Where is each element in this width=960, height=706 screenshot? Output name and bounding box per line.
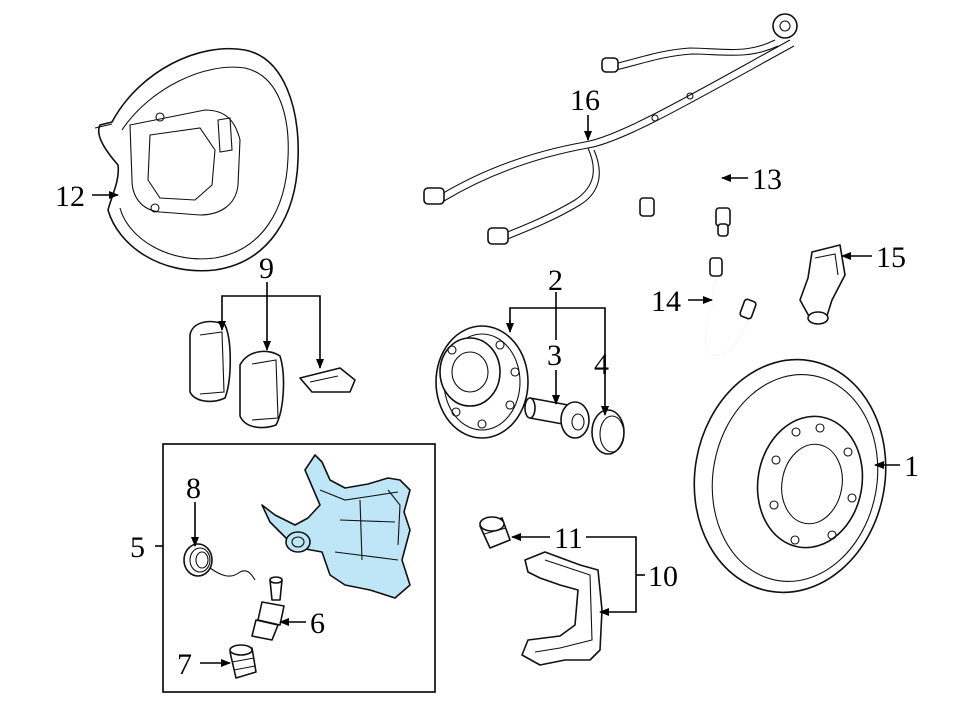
part-4-dust-cap[interactable] — [591, 409, 625, 455]
part-7-bleeder-cap[interactable] — [229, 644, 257, 679]
callout-5: 5 — [130, 531, 145, 564]
callout-8: 8 — [186, 472, 201, 505]
part-6-bleeder-valve[interactable] — [251, 576, 285, 641]
part-12-backing-plate[interactable] — [94, 47, 299, 272]
callout-labels: 1 2 3 4 5 6 7 8 9 10 11 12 13 14 15 16 — [55, 84, 919, 681]
part-2-wheel-hub[interactable] — [435, 325, 529, 439]
part-16-wiring-harness[interactable] — [423, 13, 798, 245]
callout-6: 6 — [310, 607, 325, 640]
callout-12: 12 — [55, 180, 85, 213]
part-3-hub-bolt[interactable] — [524, 397, 590, 439]
part-9-brake-pads[interactable] — [189, 320, 356, 429]
callout-16: 16 — [570, 84, 600, 117]
callout-9: 9 — [259, 252, 274, 285]
callout-1: 1 — [904, 450, 919, 483]
part-10-caliper-bracket[interactable] — [521, 551, 603, 666]
callout-3: 3 — [547, 339, 562, 372]
part-1-brake-rotor[interactable] — [676, 344, 904, 607]
callout-4: 4 — [594, 348, 609, 381]
part-15-abs-sensor[interactable] — [799, 244, 846, 325]
part-8-caliper-spring[interactable] — [183, 543, 256, 581]
leader-lines — [92, 115, 900, 667]
callout-14: 14 — [651, 285, 681, 318]
part-13-brake-hose[interactable] — [639, 133, 731, 237]
callout-15: 15 — [876, 241, 906, 274]
part-14-sensor-wire[interactable] — [704, 257, 757, 356]
part-5-brake-caliper[interactable] — [261, 454, 411, 599]
callout-2: 2 — [548, 264, 563, 297]
part-11-guide-sleeve[interactable] — [479, 516, 511, 549]
part-5-group-box — [162, 443, 436, 693]
callout-13: 13 — [752, 163, 782, 196]
callout-10: 10 — [648, 560, 678, 593]
callout-7: 7 — [177, 648, 192, 681]
callout-11: 11 — [554, 522, 583, 555]
